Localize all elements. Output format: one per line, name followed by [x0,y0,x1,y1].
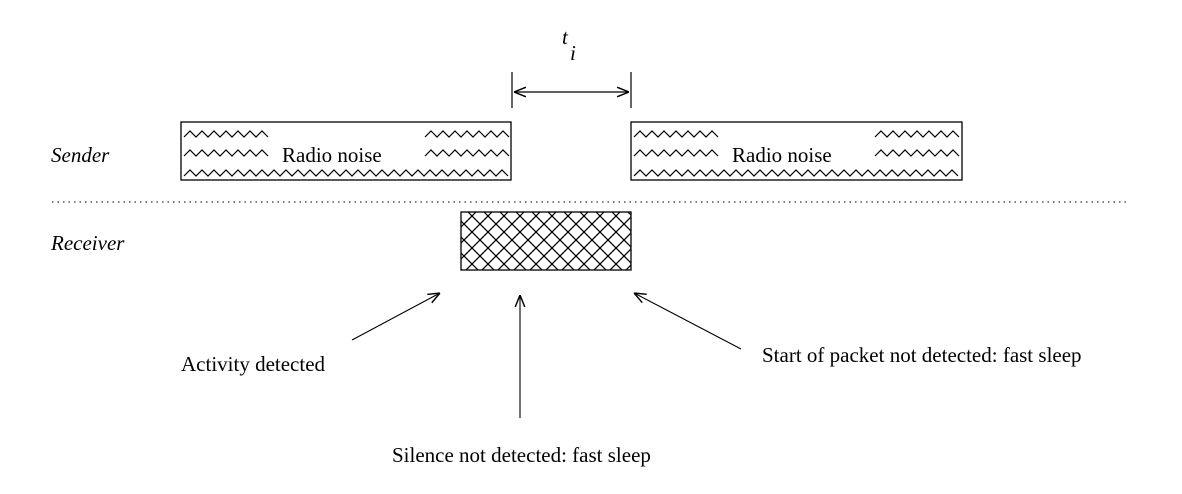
squiggle [424,149,510,157]
radio-noise-label-2: Radio noise [732,143,832,167]
squiggle [183,130,269,138]
squiggle [183,169,509,177]
sender-row-label: Sender [51,143,110,167]
squiggle [633,149,719,157]
squiggle [183,149,269,157]
activity-annotation: Activity detected [181,352,326,376]
squiggle [874,130,960,138]
receiver-row-label: Receiver [50,231,125,255]
squiggle [424,130,510,138]
interval-symbol-main: t [562,25,569,49]
interval-marker [511,72,632,108]
noise-squiggles-2 [633,130,960,177]
start-packet-arrow [634,293,742,350]
activity-arrow [351,293,440,341]
radio-noise-label-1: Radio noise [282,143,382,167]
start-packet-annotation: Start of packet not detected: fast sleep [762,343,1082,367]
squiggle [633,130,719,138]
squiggle [874,149,960,157]
silence-annotation: Silence not detected: fast sleep [392,443,651,467]
label-backdrop [272,139,420,167]
noise-squiggles-1 [183,130,510,177]
sender-block-2: Radio noise [630,121,963,181]
interval-label: t i [562,25,576,65]
receiver-activity-block [460,211,632,271]
squiggle [633,169,959,177]
interval-symbol-subscript: i [570,41,576,65]
sender-block-1: Radio noise [180,121,512,181]
label-backdrop [722,139,870,167]
